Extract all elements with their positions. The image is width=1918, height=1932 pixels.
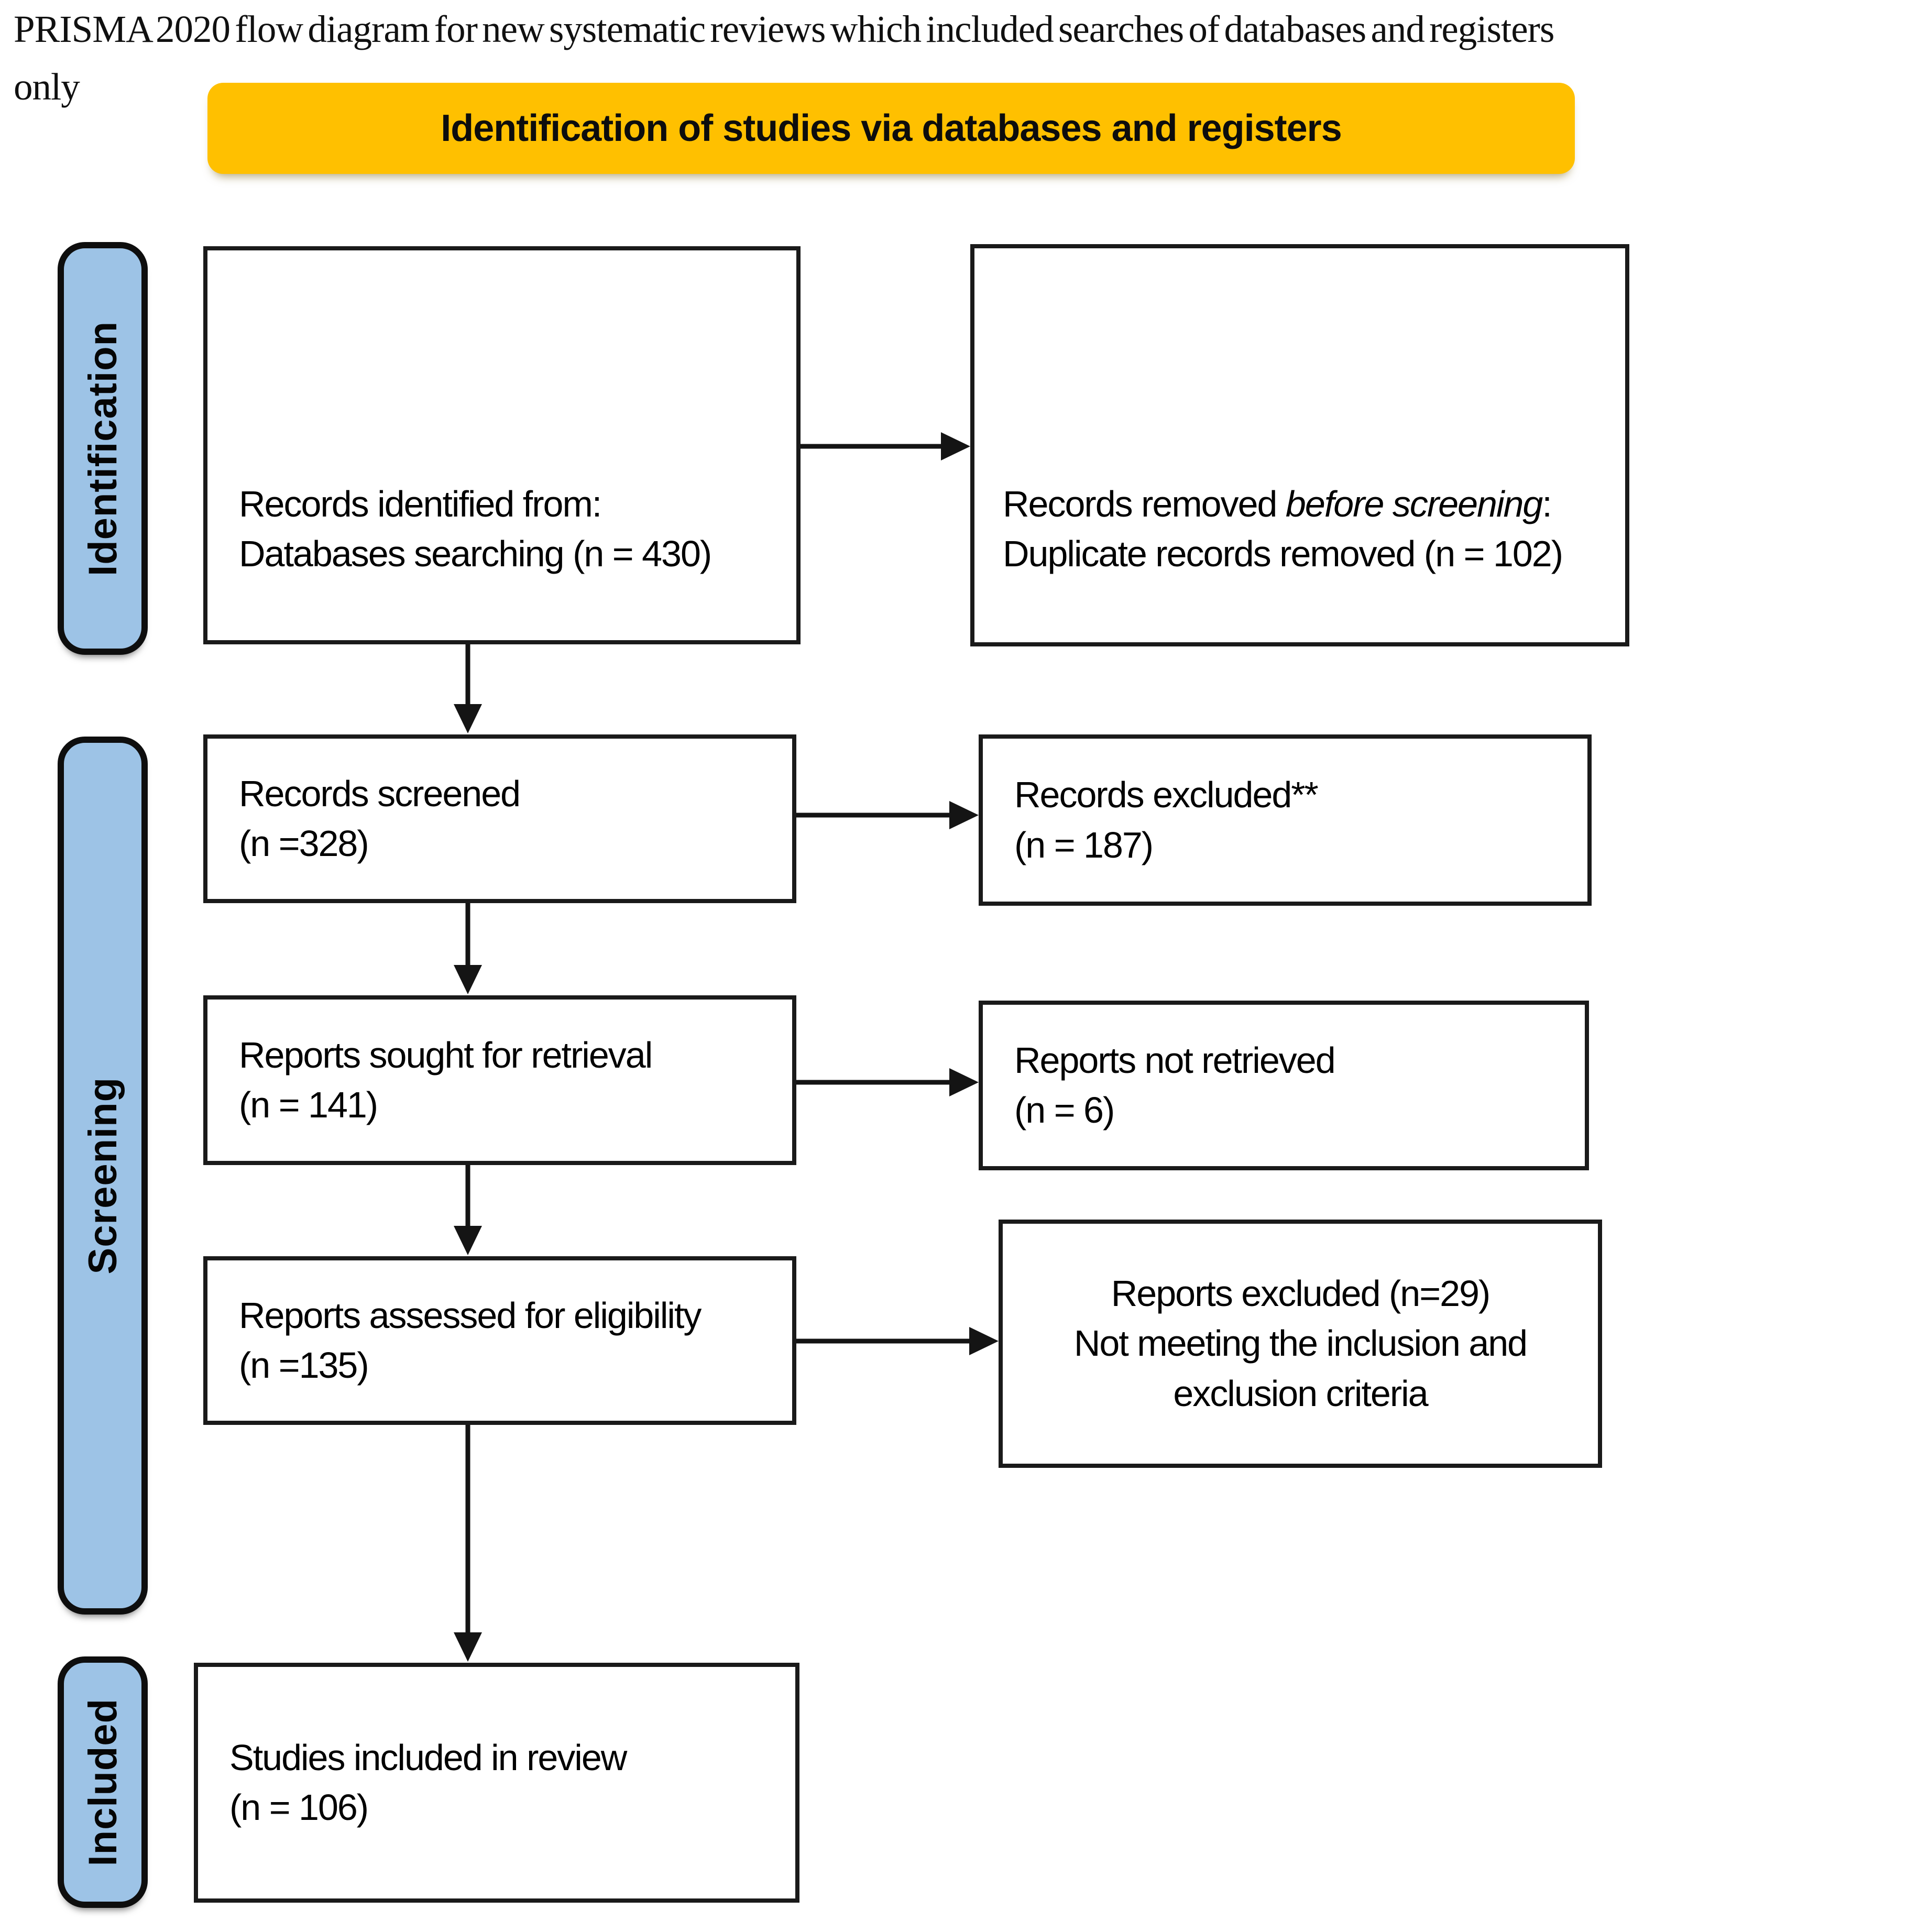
- box-studies-included-line2: (n = 106): [229, 1787, 369, 1828]
- box-reports-assessed: Reports assessed for eligibility (n =135…: [203, 1256, 796, 1425]
- arrow-sought-to-assessed: [454, 1165, 482, 1255]
- stage-screening-label: Screening: [80, 1077, 125, 1275]
- box-studies-included: Studies included in review (n = 106): [194, 1663, 799, 1903]
- box-reports-excluded-line1: Reports excluded (n=29): [1111, 1273, 1490, 1314]
- arrow-sought-to-not-retrieved: [796, 1068, 979, 1096]
- box-records-removed-line2: Duplicate records removed (n = 102): [1003, 533, 1563, 574]
- box-reports-sought-line1: Reports sought for retrieval: [239, 1034, 653, 1075]
- box-reports-assessed-line1: Reports assessed for eligibility: [239, 1294, 702, 1336]
- banner-label: Identification of studies via databases …: [441, 107, 1342, 149]
- arrow-screened-to-sought: [454, 903, 482, 994]
- stage-included-label: Included: [80, 1698, 125, 1867]
- box-records-removed-line1: Records removed before screening:: [1003, 483, 1552, 524]
- box-records-screened: Records screened (n =328): [203, 734, 796, 903]
- stage-screening: Screening: [58, 737, 148, 1615]
- box-reports-excluded-line2: Not meeting the inclusion and: [1073, 1323, 1528, 1364]
- box-reports-not-retrieved-line2: (n = 6): [1014, 1090, 1115, 1130]
- arrow-identified-to-screened: [454, 644, 482, 733]
- box-reports-excluded: Reports excluded (n=29) Not meeting the …: [999, 1220, 1602, 1468]
- box-studies-included-line1: Studies included in review: [229, 1737, 627, 1778]
- box-reports-excluded-line3: exclusion criteria: [1173, 1373, 1428, 1414]
- box-reports-not-retrieved: Reports not retrieved (n = 6): [979, 1001, 1589, 1170]
- box-records-identified-line1: Records identified from:: [239, 483, 602, 524]
- box-records-excluded-line1: Records excluded**: [1014, 774, 1319, 816]
- box-reports-assessed-line2: (n =135): [239, 1345, 369, 1386]
- page-title-line-2: only: [14, 65, 80, 108]
- arrow-screened-to-excluded: [796, 801, 979, 829]
- box-records-screened-line1: Records screened: [239, 773, 521, 814]
- stage-identification-label: Identification: [80, 321, 125, 576]
- arrow-assessed-to-reports-excluded: [796, 1327, 999, 1355]
- stage-identification: Identification: [58, 242, 148, 655]
- stage-included: Included: [58, 1656, 148, 1908]
- box-records-identified-line2: Databases searching (n = 430): [239, 533, 712, 574]
- box-reports-sought-line2: (n = 141): [239, 1084, 378, 1125]
- identification-banner: Identification of studies via databases …: [207, 83, 1575, 174]
- page-title: PRISMA 2020 flow diagram for new systema…: [14, 8, 1554, 50]
- arrow-assessed-to-included: [454, 1425, 482, 1662]
- box-records-identified: Records identified from: Databases searc…: [203, 246, 801, 644]
- box-records-excluded: Records excluded** (n = 187): [979, 734, 1592, 906]
- arrow-identified-to-removed: [801, 432, 970, 460]
- box-reports-sought: Reports sought for retrieval (n = 141): [203, 995, 796, 1165]
- box-records-excluded-line2: (n = 187): [1014, 824, 1154, 865]
- box-records-removed: Records removed before screening: Duplic…: [970, 244, 1629, 646]
- box-records-screened-line2: (n =328): [239, 823, 369, 864]
- box-reports-not-retrieved-line1: Reports not retrieved: [1014, 1039, 1336, 1081]
- box-records-removed-italic: before screening: [1285, 483, 1543, 524]
